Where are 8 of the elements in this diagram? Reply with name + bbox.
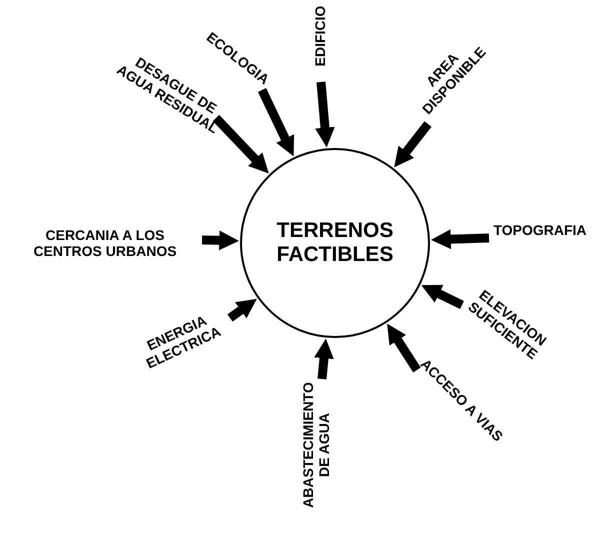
factor-label: ABASTECIMIENTO DE AGUA <box>300 380 332 510</box>
arrow <box>202 230 240 250</box>
arrow <box>315 82 335 148</box>
arrow <box>430 229 490 250</box>
factor-label: CERCANIA A LOS CENTROS URBANOS <box>10 227 200 259</box>
arrow <box>314 338 334 380</box>
factor-label: EDIFICIO <box>312 0 328 76</box>
factor-label: TOPOGRAFIA <box>490 222 590 238</box>
